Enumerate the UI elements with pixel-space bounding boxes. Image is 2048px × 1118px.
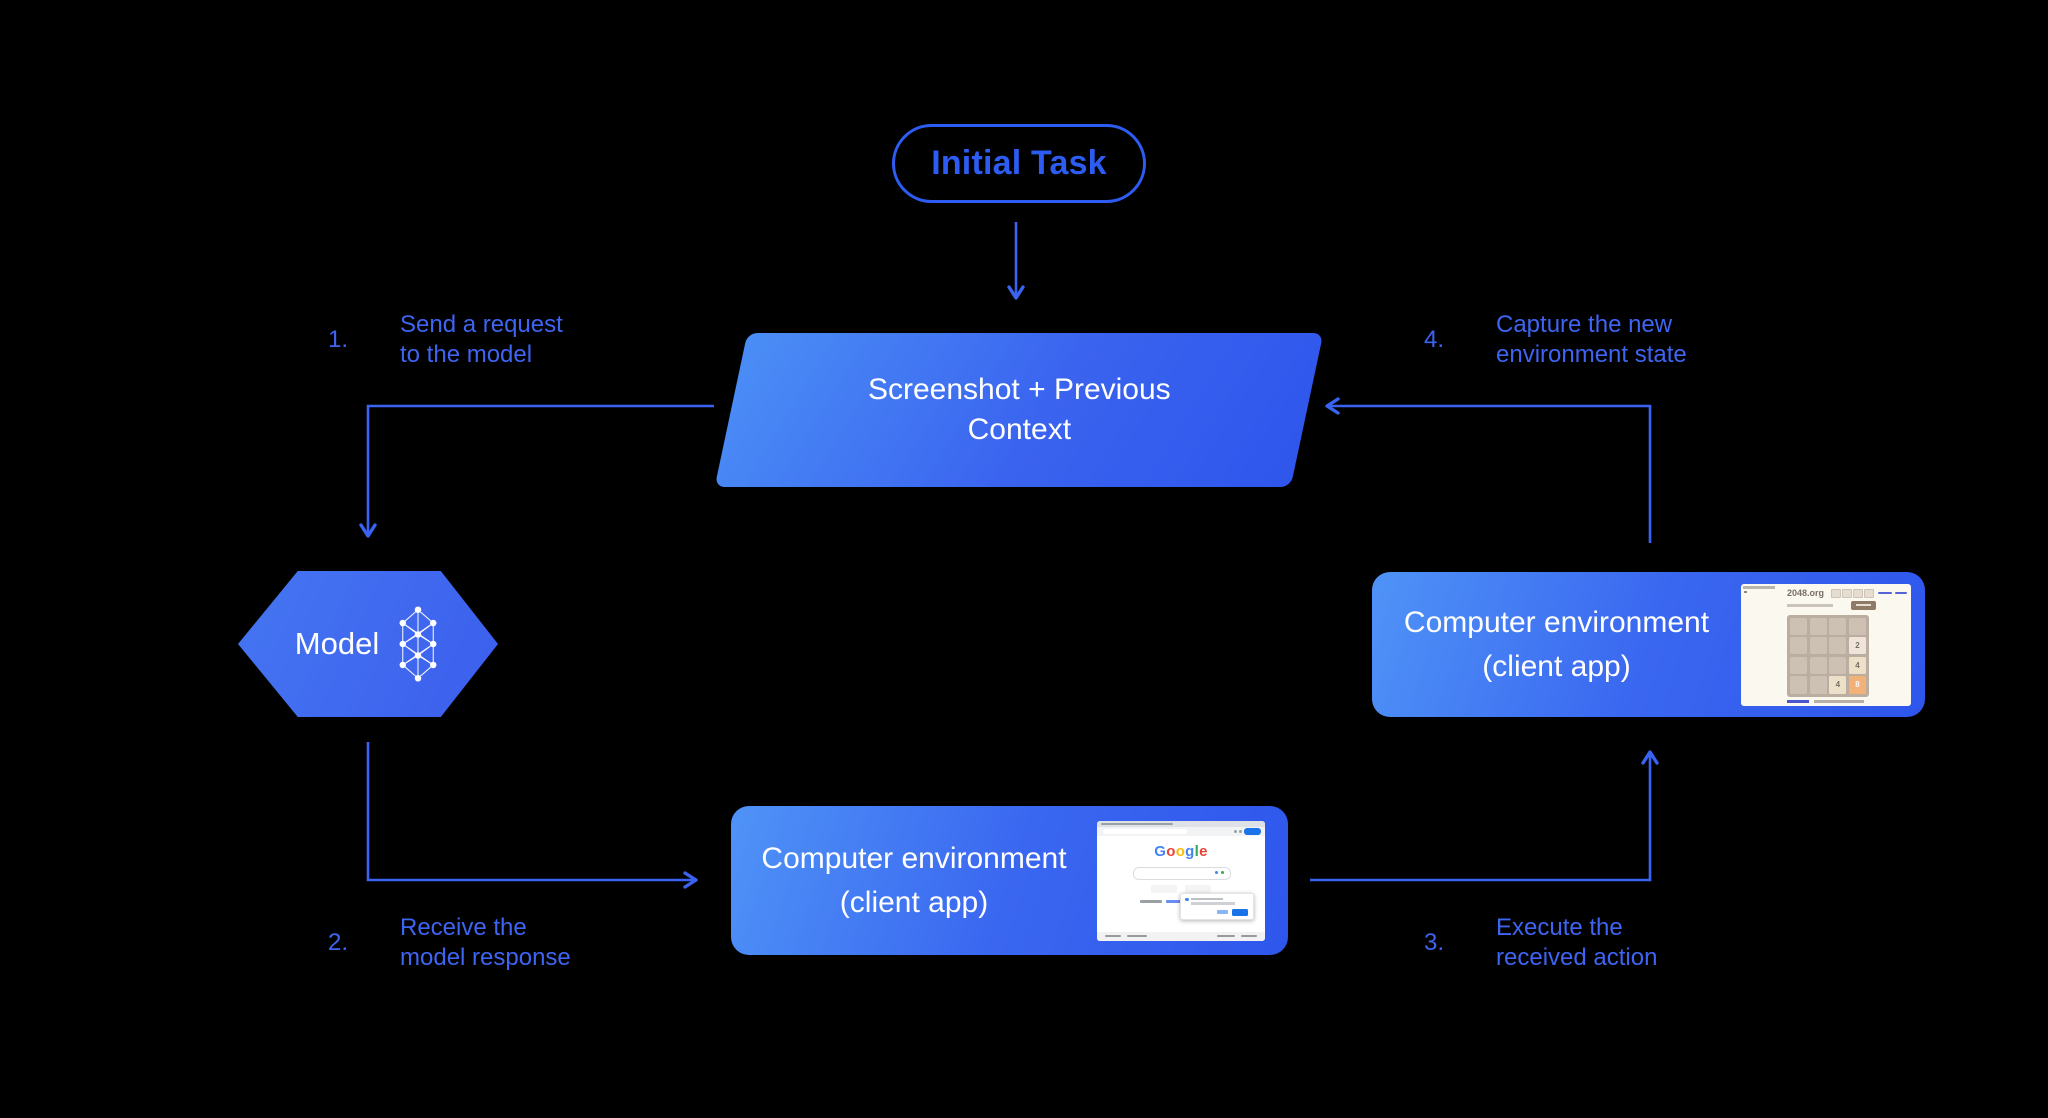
footer-text (1814, 700, 1864, 703)
initial-task-node: Initial Task (892, 124, 1146, 203)
google-footer (1097, 931, 1265, 941)
cookie-dialog (1180, 892, 1254, 920)
neural-network-icon (399, 606, 437, 682)
browser-profile-button (1244, 828, 1261, 835)
toolbar-icon (1239, 829, 1242, 833)
google-logo: Google (1154, 842, 1208, 860)
model-node: Model (238, 571, 498, 717)
initial-task-label: Initial Task (931, 144, 1107, 182)
cookie-accept-button (1232, 908, 1248, 916)
toolbar-icon (1234, 829, 1237, 833)
google-search-bar (1133, 866, 1231, 880)
game-site-title: 2048.org (1787, 587, 1825, 598)
score-boxes (1831, 588, 1874, 598)
arrow-env-to-context (1325, 397, 1652, 543)
google-search-buttons (1097, 884, 1265, 893)
browser-toolbar (1097, 826, 1265, 836)
arrow-context-to-model (359, 404, 714, 538)
step-number: 2. (328, 929, 349, 956)
step-label-3: 3. Execute the received action (1424, 913, 1744, 983)
header-link (1878, 591, 1892, 594)
model-label: Model (294, 626, 380, 661)
env-title: Computer environment (761, 841, 1067, 875)
window-title-bar (1743, 585, 1775, 589)
step-label-1: 1. Send a request to the model (328, 310, 648, 380)
env-subtitle: (client app) (839, 885, 989, 919)
computer-env-node-right: Computer environment (client app) 2048.o… (1372, 572, 1925, 717)
window-icon (1744, 590, 1747, 593)
step-number: 4. (1424, 326, 1445, 353)
arrow-model-to-env (366, 742, 698, 889)
google-screenshot-thumbnail: Google (1097, 820, 1265, 941)
step-number: 3. (1424, 929, 1445, 956)
new-game-button (1851, 600, 1876, 610)
screenshot-context-node: Screenshot + Previous Context (714, 333, 1324, 487)
step-label-4: 4. Capture the new environment state (1424, 310, 1744, 380)
step-text: Capture the new environment state (1496, 311, 1687, 368)
header-link (1895, 591, 1907, 594)
step-label-2: 2. Receive the model response (328, 913, 648, 983)
step-text: Receive the model response (400, 914, 571, 971)
browser-tab-bar (1097, 820, 1265, 827)
computer-env-node-bottom: Computer environment (client app) Google (731, 806, 1288, 955)
cookie-secondary-button (1217, 910, 1228, 914)
step-number: 1. (328, 326, 349, 353)
env-title: Computer environment (1403, 605, 1710, 639)
env-subtitle: (client app) (1482, 649, 1631, 683)
screenshot-context-label: Screenshot + Previous Context (867, 373, 1171, 446)
address-bar (1103, 828, 1187, 834)
step-text: Send a request to the model (400, 311, 563, 368)
game-tagline (1787, 603, 1833, 607)
arrow-env-to-env (1310, 750, 1659, 882)
step-text: Execute the received action (1496, 914, 1658, 971)
footer-link (1787, 699, 1809, 703)
